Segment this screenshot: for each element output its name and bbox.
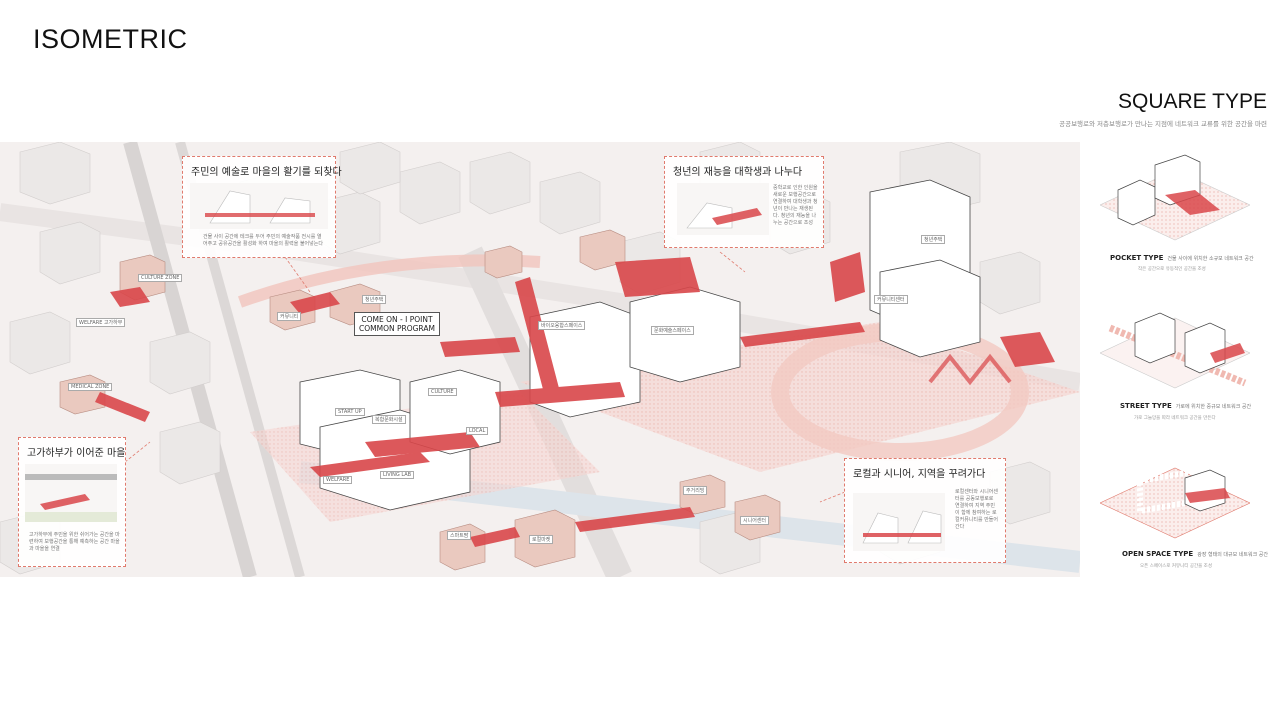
callout-illustration <box>190 183 328 229</box>
building-tag: 로컬마켓 <box>529 535 554 544</box>
building-tag: 청년주택 <box>362 295 387 304</box>
building-tag: MEDICAL ZONE <box>68 383 113 391</box>
callout-youth: 청년의 재능을 대학생과 나누다 중학교로 인한 인원을 새로운 보행공간으로 … <box>664 156 824 248</box>
building-tag: 복합문화시설 <box>372 415 406 424</box>
zigzag-ramp <box>928 353 1012 386</box>
callout-text: 로컬센터와 시니어센터를 공동보행로로 연결하여 지역 주민이 함께 참여하는 … <box>955 489 998 530</box>
callout-title: 고가하부가 이어준 마을 <box>27 448 126 459</box>
callout-illustration <box>853 493 945 551</box>
leader-lines <box>124 251 846 503</box>
square-type-subtitle: 공공보행로와 저층보행로가 만나는 지점에 네트워크 교류를 위한 공간을 마련 <box>1059 120 1267 128</box>
building-tag: START UP <box>335 408 365 416</box>
callout-text: 고가하부에 주민을 위한 쉬어가는 공간을 마련하여 보행공간을 통해 예측하는… <box>29 532 120 552</box>
building-tag: 시니어센터 <box>740 516 770 525</box>
pocket-type-diagram <box>1100 154 1250 241</box>
callout-text: 중학교로 인한 인원을 새로운 보행공간으로 연결하여 대학생과 청년이 만나는… <box>773 185 818 226</box>
callout-illustration <box>25 464 117 522</box>
building-tag: WELFARE 고가하부 <box>76 318 126 327</box>
open-space-type-diagram <box>1100 465 1250 539</box>
type-name: STREET TYPE <box>1120 402 1172 410</box>
type-caption: 건물 사이에 위치한 소규모 네트워크 공간 <box>1167 256 1254 262</box>
building-tag: WELFARE <box>323 476 353 484</box>
type-description: 가로 그늘망을 따라 네트워크 공간을 만든다 <box>1134 416 1216 421</box>
callout-title: 로컬과 시니어, 지역을 꾸려가다 <box>853 469 986 480</box>
building-tag: 청년주택 <box>921 235 946 244</box>
callout-text: 건물 사이 공간에 테크를 두어 주민의 예술작품 전시를 열어주고 공유공간을… <box>203 234 323 247</box>
callout-local: 로컬과 시니어, 지역을 꾸려가다 로컬센터와 시니어센터를 공동보행로로 연결… <box>844 458 1006 563</box>
building-tag: LOCAL <box>466 427 489 435</box>
callout-title: 청년의 재능을 대학생과 나누다 <box>673 167 803 178</box>
street-type-diagram <box>1100 312 1250 389</box>
type-description: 작은 공간으로 유동적인 공간을 조성 <box>1138 267 1206 272</box>
building-tag: 커뮤니티 <box>277 312 302 321</box>
building-tag: LIVING LAB <box>380 471 415 479</box>
callout-art: 주민의 예술로 마을의 활기를 되찾다 건물 사이 공간에 테크를 두어 주민의… <box>182 156 342 258</box>
building-tag: 스마트팜 <box>447 531 472 540</box>
callout-overpass: 고가하부가 이어준 마을 고가하부에 주민을 위한 쉬어가는 공간을 마련하여 … <box>18 437 126 567</box>
callout-illustration <box>677 183 769 235</box>
type-name: POCKET TYPE <box>1110 254 1164 262</box>
type-description: 오픈 스페이스로 커뮤니티 공간을 조성 <box>1140 564 1212 569</box>
type-caption: 광장 형태의 대규모 네트워크 공간 <box>1197 552 1268 558</box>
building-tag: CULTURE <box>428 388 457 396</box>
page-title: ISOMETRIC <box>33 24 188 54</box>
building-tag: 주거리빙 <box>683 486 708 495</box>
center-program-label: COME ON - I POINT COMMON PROGRAM <box>354 312 440 336</box>
building-tag: CULTURE ZONE <box>138 274 183 282</box>
pedestrian-network <box>95 252 1055 547</box>
square-type-title: SQUARE TYPE <box>1118 90 1267 113</box>
building-tag: 바이오융합스페이스 <box>538 321 586 330</box>
building-tag: 문화예술스페이스 <box>651 326 694 335</box>
type-name: OPEN SPACE TYPE <box>1122 550 1194 558</box>
type-caption: 가로에 위치한 중규모 네트워크 공간 <box>1175 404 1252 410</box>
building-tag: 커뮤니티센터 <box>874 295 908 304</box>
callout-title: 주민의 예술로 마을의 활기를 되찾다 <box>191 167 342 178</box>
isometric-map: WELFARE 고가하부 MEDICAL ZONE CULTURE ZONE 커… <box>0 142 1080 577</box>
